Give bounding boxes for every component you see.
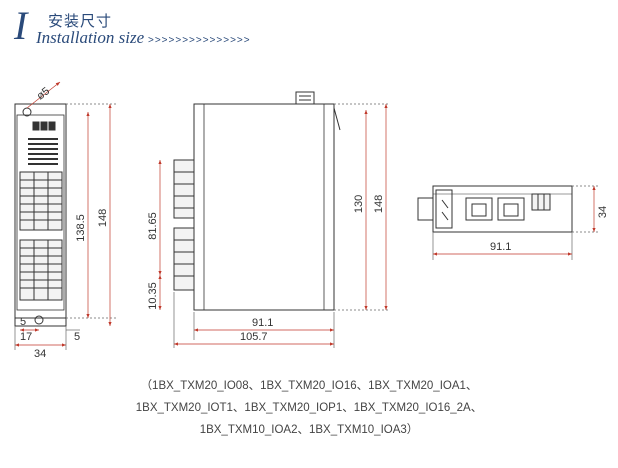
side-label-911: 91.1: [252, 317, 273, 329]
side-label-148: 148: [373, 195, 385, 213]
ethernet-port-2-icon: [497, 197, 525, 221]
front-view: [14, 103, 67, 327]
side-housing: [193, 103, 335, 311]
side-terminal-lower: [173, 227, 195, 291]
front-dimensions: [14, 81, 118, 350]
section-header: I 安装尺寸 Installation size >>>>>>>>>>>>>>>: [10, 6, 270, 52]
front-height-label-1: 138.5: [75, 214, 87, 242]
side-label-1057: 105.7: [240, 331, 268, 343]
front-terminal-lower: [19, 239, 63, 301]
side-label-1035: 10.35: [147, 282, 159, 310]
arrow-decoration: >>>>>>>>>>>>>>>: [148, 35, 251, 46]
side-terminal-upper: [173, 159, 195, 219]
top-left-tab: [417, 197, 434, 221]
model-list-line-1: （1BX_TXM20_IO08、1BX_TXM20_IO16、1BX_TXM20…: [140, 380, 478, 392]
top-terminal-connector: [531, 193, 551, 211]
front-bottom-label-5: 5: [20, 316, 26, 328]
top-view: [417, 185, 573, 233]
ethernet-port-1-icon: [465, 197, 493, 221]
mount-hole-bottom-icon: [34, 315, 44, 325]
top-dimensions: [432, 185, 600, 260]
front-width-label: 34: [34, 348, 46, 360]
model-list-line-3: 1BX_TXM10_IOA2、1BX_TXM10_IOA3）: [199, 424, 419, 436]
decorative-initial-icon: I: [14, 3, 28, 48]
front-panel: [16, 114, 65, 311]
side-dimensions: [158, 103, 390, 348]
front-height-label-2: 148: [97, 209, 109, 227]
front-indicator-grid: [28, 138, 58, 165]
front-bottom-label-17: 17: [20, 331, 32, 343]
top-housing: [432, 185, 573, 233]
front-led-block: [32, 121, 56, 131]
section-title-cn: 安装尺寸: [48, 12, 113, 30]
top-label-34: 34: [597, 206, 609, 218]
side-label-8165: 81.65: [147, 212, 159, 240]
section-title-en: Installation size: [36, 28, 145, 47]
top-label-911: 91.1: [490, 241, 511, 253]
side-view: [173, 91, 341, 311]
model-list-line-2: 1BX_TXM20_IOT1、1BX_TXM20_IOP1、1BX_TXM20_…: [135, 402, 483, 414]
side-label-130: 130: [353, 195, 365, 213]
front-right-label-5: 5: [74, 331, 80, 343]
side-top-connector: [295, 91, 315, 105]
top-left-block: [435, 189, 453, 229]
front-terminal-upper: [19, 171, 63, 231]
